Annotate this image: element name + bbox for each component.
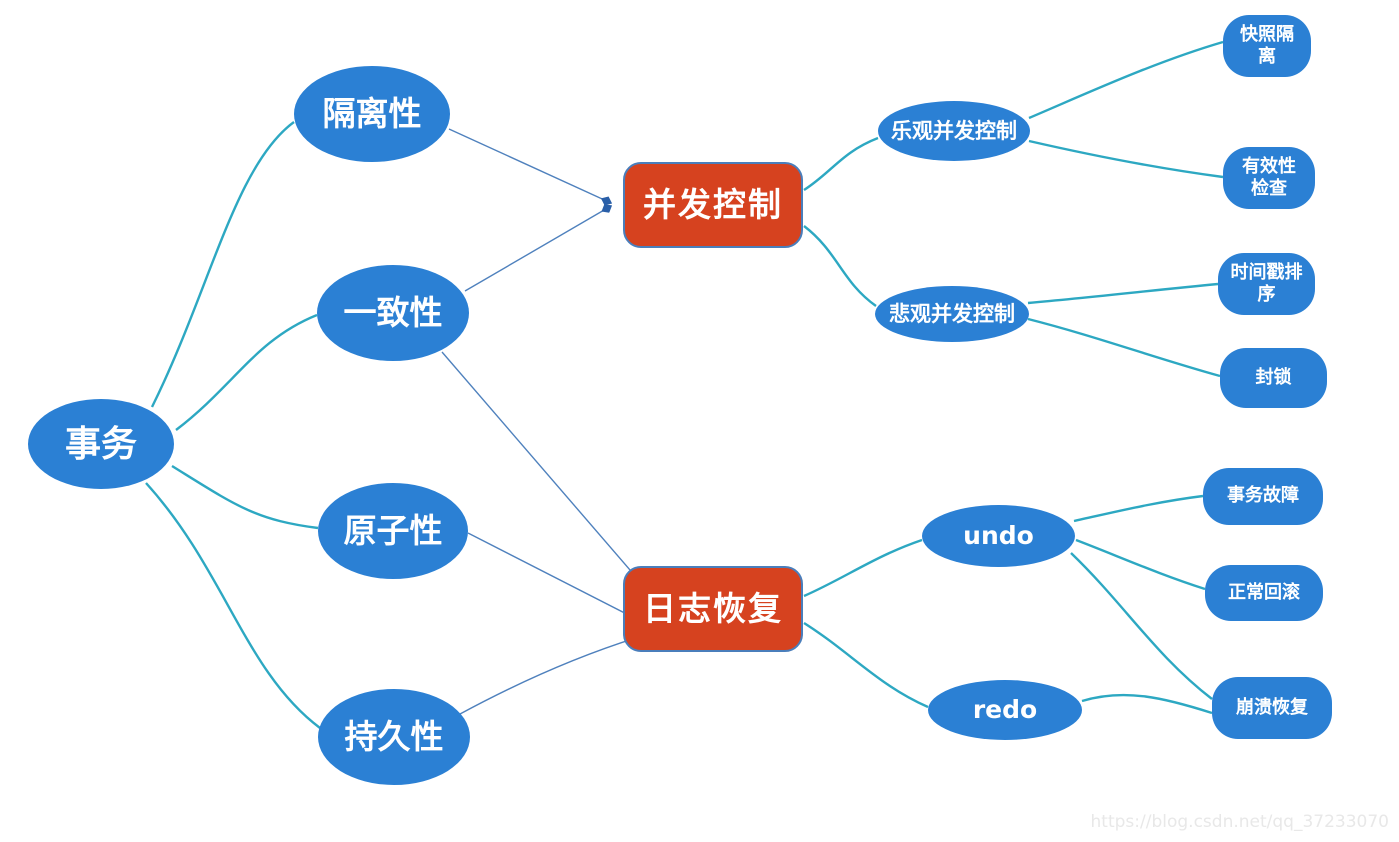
node-transaction-failure: 事务故障 [1203, 468, 1323, 525]
node-atomicity: 原子性 [318, 483, 468, 579]
edge-durability-log [459, 629, 654, 715]
node-undo-label: undo [963, 521, 1034, 551]
edge-isolation-concurrency [448, 128, 613, 206]
node-snapshot-isolation: 快照隔离 [1223, 15, 1311, 77]
node-validity-check-label: 有效性检查 [1242, 155, 1296, 200]
node-crash-recovery: 崩溃恢复 [1212, 677, 1332, 739]
edge-undo-failure [1073, 494, 1204, 523]
node-crash-recovery-label: 崩溃恢复 [1236, 696, 1308, 718]
edge-pessimistic-timestamp [1027, 282, 1219, 305]
node-normal-rollback-label: 正常回滚 [1228, 581, 1300, 603]
node-durability: 持久性 [318, 689, 470, 785]
node-isolation-label: 隔离性 [322, 94, 422, 134]
node-snapshot-isolation-label: 快照隔离 [1240, 23, 1294, 68]
node-consistency-label: 一致性 [343, 293, 443, 333]
edge-consistency-concurrency [464, 204, 613, 292]
node-redo: redo [928, 680, 1082, 740]
node-undo: undo [922, 505, 1075, 567]
edge-root-isolation [150, 121, 295, 408]
edge-concurrency-pessimistic [803, 225, 877, 307]
node-transaction-failure-label: 事务故障 [1227, 485, 1299, 507]
edge-root-atomicity [171, 464, 319, 530]
node-log-recovery-label: 日志恢复 [643, 589, 783, 629]
edge-pessimistic-locking [1027, 317, 1221, 378]
node-isolation: 隔离性 [294, 66, 450, 162]
node-optimistic-concurrency-control: 乐观并发控制 [878, 101, 1030, 161]
node-concurrency-control-label: 并发控制 [643, 185, 783, 225]
edge-optimistic-validity [1028, 139, 1224, 179]
node-locking-label: 封锁 [1255, 366, 1292, 388]
edge-log-undo [803, 538, 923, 598]
csdn-watermark: https://blog.csdn.net/qq_37233070 [1090, 812, 1389, 832]
node-consistency: 一致性 [317, 265, 469, 361]
node-redo-label: redo [972, 695, 1038, 725]
node-pessimistic-concurrency-control: 悲观并发控制 [875, 286, 1029, 342]
edge-undo-crash [1070, 552, 1213, 700]
node-durability-label: 持久性 [344, 717, 444, 757]
edge-undo-rollback [1075, 538, 1206, 591]
edge-optimistic-snapshot [1028, 40, 1224, 120]
node-optimistic-cc-label: 乐观并发控制 [891, 118, 1017, 143]
node-pessimistic-cc-label: 悲观并发控制 [889, 301, 1015, 326]
edge-log-redo [803, 621, 929, 709]
edge-consistency-log [441, 351, 656, 600]
node-concurrency-control: 并发控制 [623, 162, 803, 248]
node-atomicity-label: 原子性 [343, 511, 443, 551]
edge-root-durability [145, 482, 321, 729]
node-validity-check: 有效性检查 [1223, 147, 1315, 209]
node-transaction-label: 事务 [64, 423, 137, 465]
node-locking: 封锁 [1220, 348, 1327, 408]
node-timestamp-ordering-label: 时间戳排序 [1230, 261, 1303, 306]
node-normal-rollback: 正常回滚 [1205, 565, 1323, 621]
node-timestamp-ordering: 时间戳排序 [1218, 253, 1315, 315]
edge-atomicity-log [467, 532, 654, 630]
edge-redo-crash [1081, 693, 1213, 715]
edge-concurrency-optimistic [803, 136, 879, 192]
node-transaction: 事务 [28, 399, 174, 489]
node-log-recovery: 日志恢复 [623, 566, 803, 652]
edge-root-consistency [175, 313, 318, 431]
